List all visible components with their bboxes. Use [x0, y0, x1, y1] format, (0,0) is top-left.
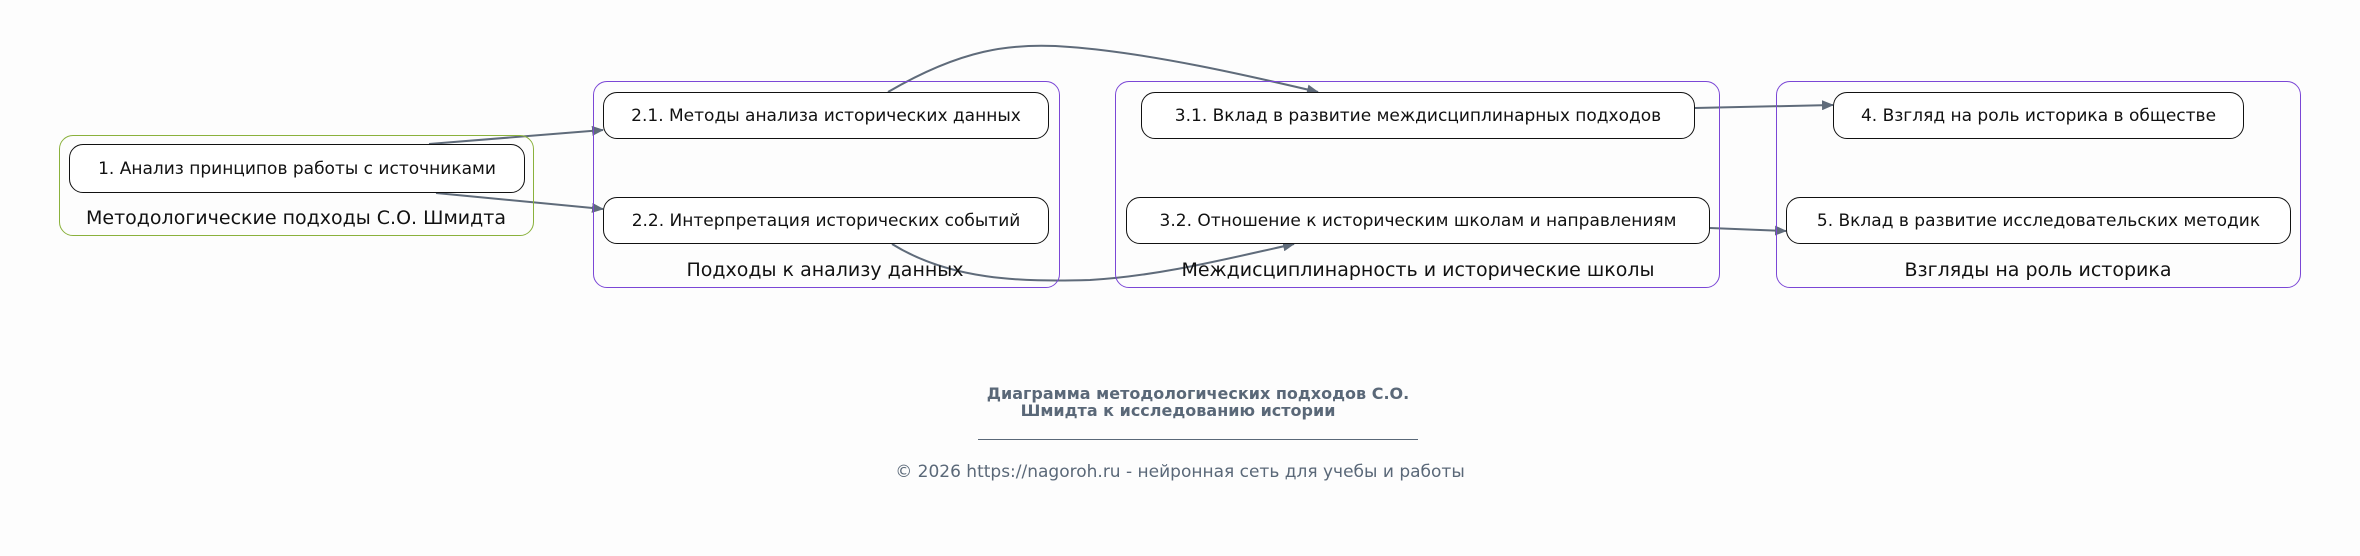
node-4[interactable]: 4. Взгляд на роль историка в обществе [1833, 92, 2244, 139]
footer-copyright: © 2026 https://nagoroh.ru - нейронная се… [895, 462, 1465, 482]
group-label: Взгляды на роль историка [1904, 259, 2172, 281]
diagram-title-line1: Диаграмма методологических подходов С.О. [986, 384, 1410, 403]
node-1[interactable]: 1. Анализ принципов работы с источниками [69, 144, 525, 193]
node-3-2[interactable]: 3.2. Отношение к историческим школам и н… [1126, 197, 1710, 244]
node-5[interactable]: 5. Вклад в развитие исследовательских ме… [1786, 197, 2291, 244]
group-methodological-approaches [59, 135, 534, 236]
node-2-2[interactable]: 2.2. Интерпретация исторических событий [603, 197, 1049, 244]
group-interdisciplinarity [1115, 81, 1720, 288]
edge-1-to-2-2 [435, 192, 604, 213]
diagram-title-line2: Шмидта к исследованию истории [1020, 401, 1336, 420]
edge-1-to-2-1 [428, 125, 604, 145]
edge-3-1-to-4 [1694, 100, 1834, 111]
edge-2-1-to-3-1 [887, 44, 1319, 95]
group-label: Междисциплинарность и исторические школы [1181, 259, 1655, 281]
group-label: Методологические подходы С.О. Шмидта [86, 207, 506, 229]
group-historian-role [1776, 81, 2301, 288]
node-2-1[interactable]: 2.1. Методы анализа исторических данных [603, 92, 1049, 139]
group-data-analysis [593, 81, 1060, 288]
edge-2-2-to-3-2 [891, 241, 1295, 282]
group-label: Подходы к анализу данных [686, 259, 964, 281]
title-divider [978, 439, 1418, 440]
node-3-1[interactable]: 3.1. Вклад в развитие междисциплинарных … [1141, 92, 1695, 139]
edge-3-2-to-5 [1709, 225, 1787, 236]
